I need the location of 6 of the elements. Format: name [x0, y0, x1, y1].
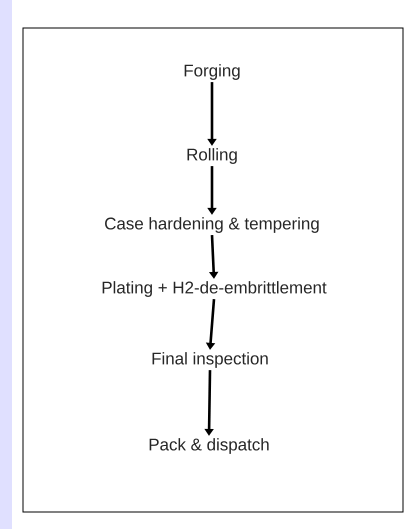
- step-label: Forging: [184, 64, 240, 80]
- step-label: Rolling: [188, 148, 237, 164]
- step-label: Case hardening & tempering: [105, 217, 319, 233]
- step-label: Plating + H2-de-embrittlement: [102, 281, 327, 297]
- step-label: Final inspection: [152, 352, 268, 368]
- step-label: Pack & dispatch: [150, 438, 269, 454]
